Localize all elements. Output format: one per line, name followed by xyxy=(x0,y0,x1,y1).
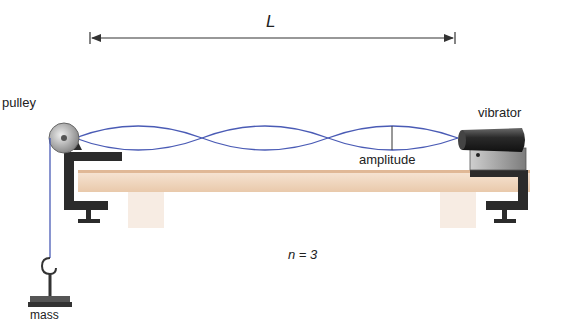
amplitude-marker xyxy=(392,126,393,150)
right-clamp xyxy=(470,170,528,223)
vibrator xyxy=(458,128,526,170)
pulley xyxy=(49,123,79,153)
table-legs xyxy=(128,192,476,228)
part-label: pulley xyxy=(2,96,36,111)
mode-label: n = 3 xyxy=(288,248,317,263)
part-label: vibrator xyxy=(478,106,521,121)
hanging-mass xyxy=(28,138,72,307)
vibrating-string xyxy=(75,126,458,150)
table-top xyxy=(78,172,530,192)
part-label: mass xyxy=(30,309,59,323)
table-edge xyxy=(78,170,530,173)
dimension-label: L xyxy=(266,12,275,32)
length-dimension xyxy=(90,32,455,44)
quantity-label: amplitude xyxy=(359,153,415,168)
